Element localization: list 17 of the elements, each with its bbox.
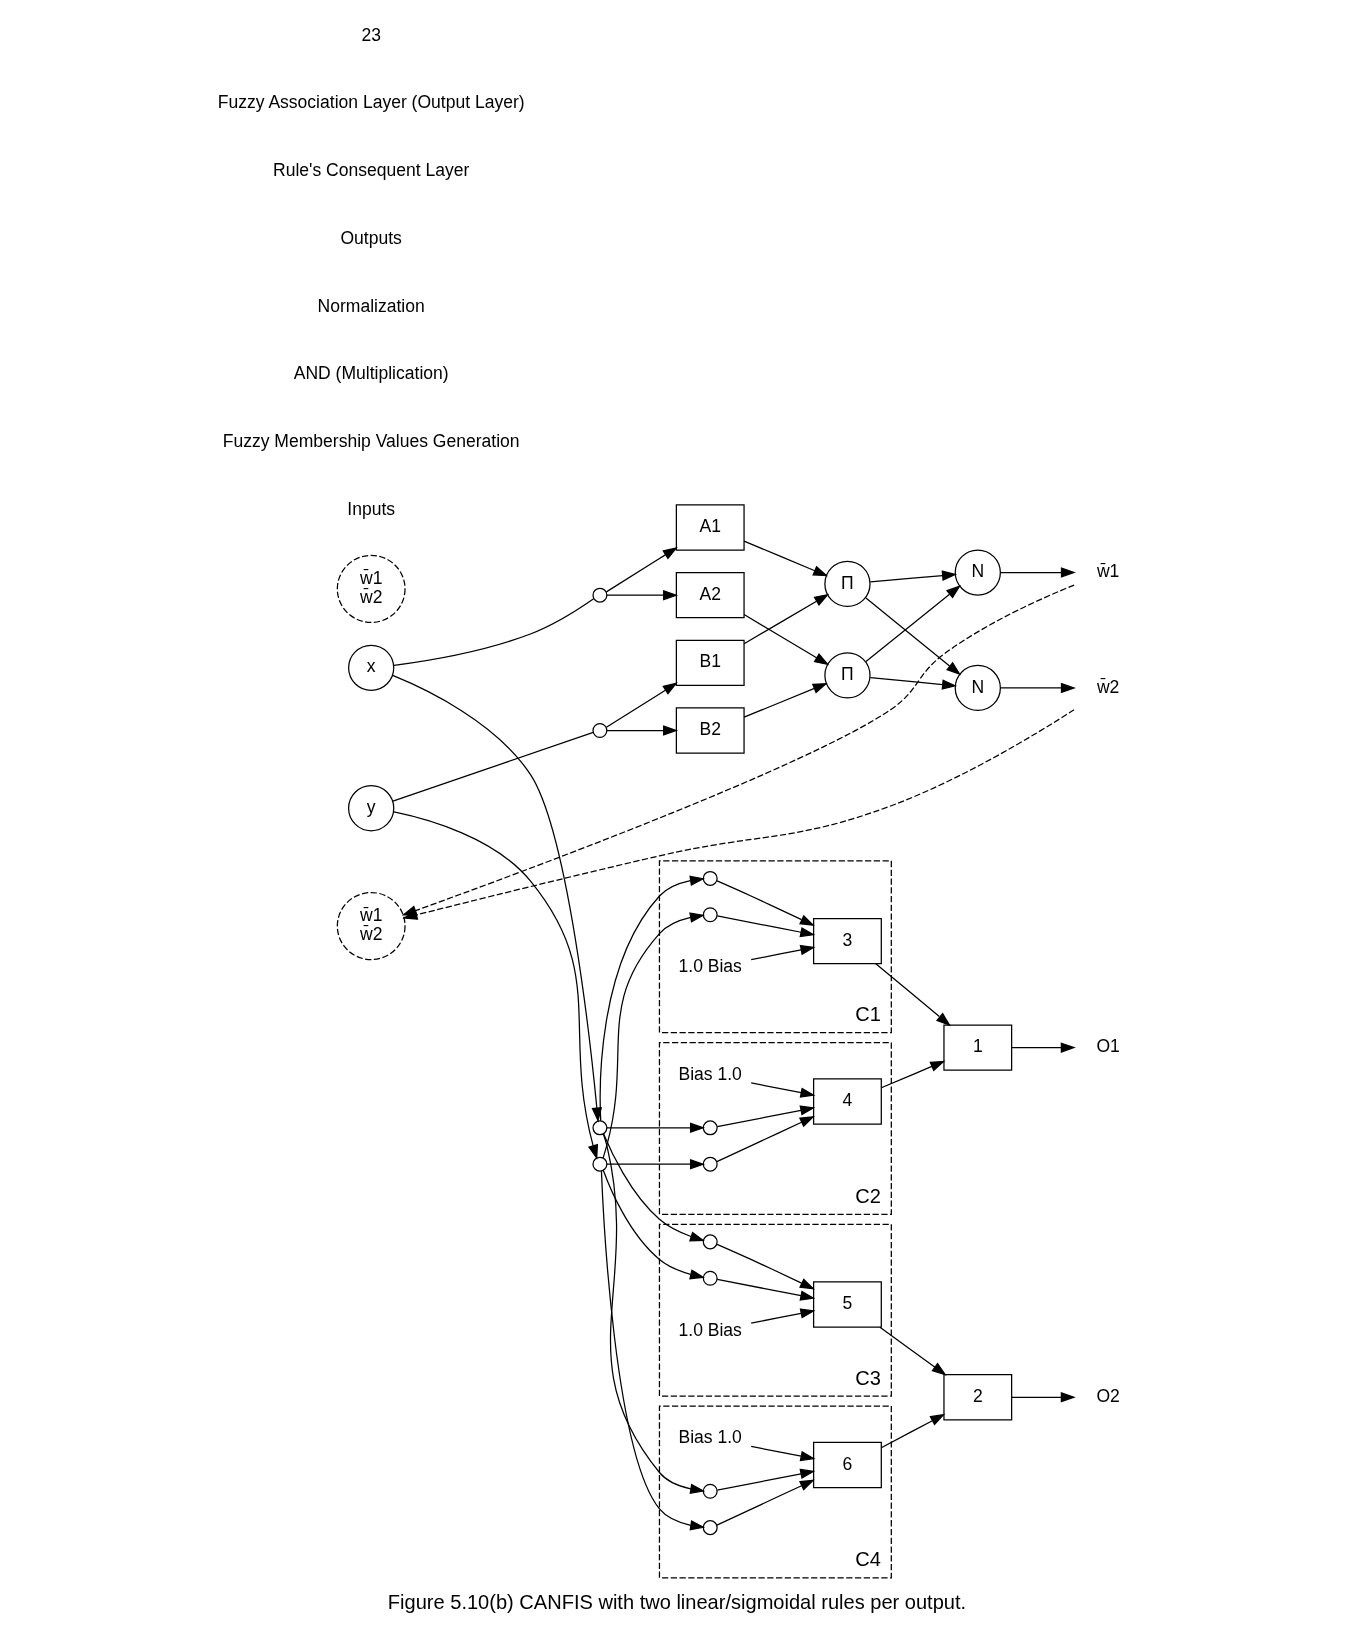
node-text: w̄1 xyxy=(1096,561,1119,582)
caption: Figure 5.10(b) CANFIS with two linear/sigmoidal rules per output. xyxy=(387,1590,966,1613)
label: Inputs xyxy=(346,498,395,519)
node-text: O2 xyxy=(1095,1385,1120,1406)
node-text: w̄2 xyxy=(1096,676,1119,697)
node-text: 1.0 Bias xyxy=(678,1319,742,1340)
label: Fuzzy Association Layer (Output Layer) xyxy=(217,92,525,113)
label: AND (Multiplication) xyxy=(293,363,449,384)
node-text: Bias 1.0 xyxy=(678,1063,742,1084)
label: 23 xyxy=(360,24,381,45)
label: Rule's Consequent Layer xyxy=(272,160,469,181)
node-text: 1.0 Bias xyxy=(678,956,742,977)
node-text: Bias 1.0 xyxy=(678,1427,742,1448)
label: Normalization xyxy=(317,295,425,316)
node-text: O1 xyxy=(1095,1036,1120,1057)
label: Fuzzy Membership Values Generation xyxy=(222,430,520,451)
label: Outputs xyxy=(339,227,402,248)
